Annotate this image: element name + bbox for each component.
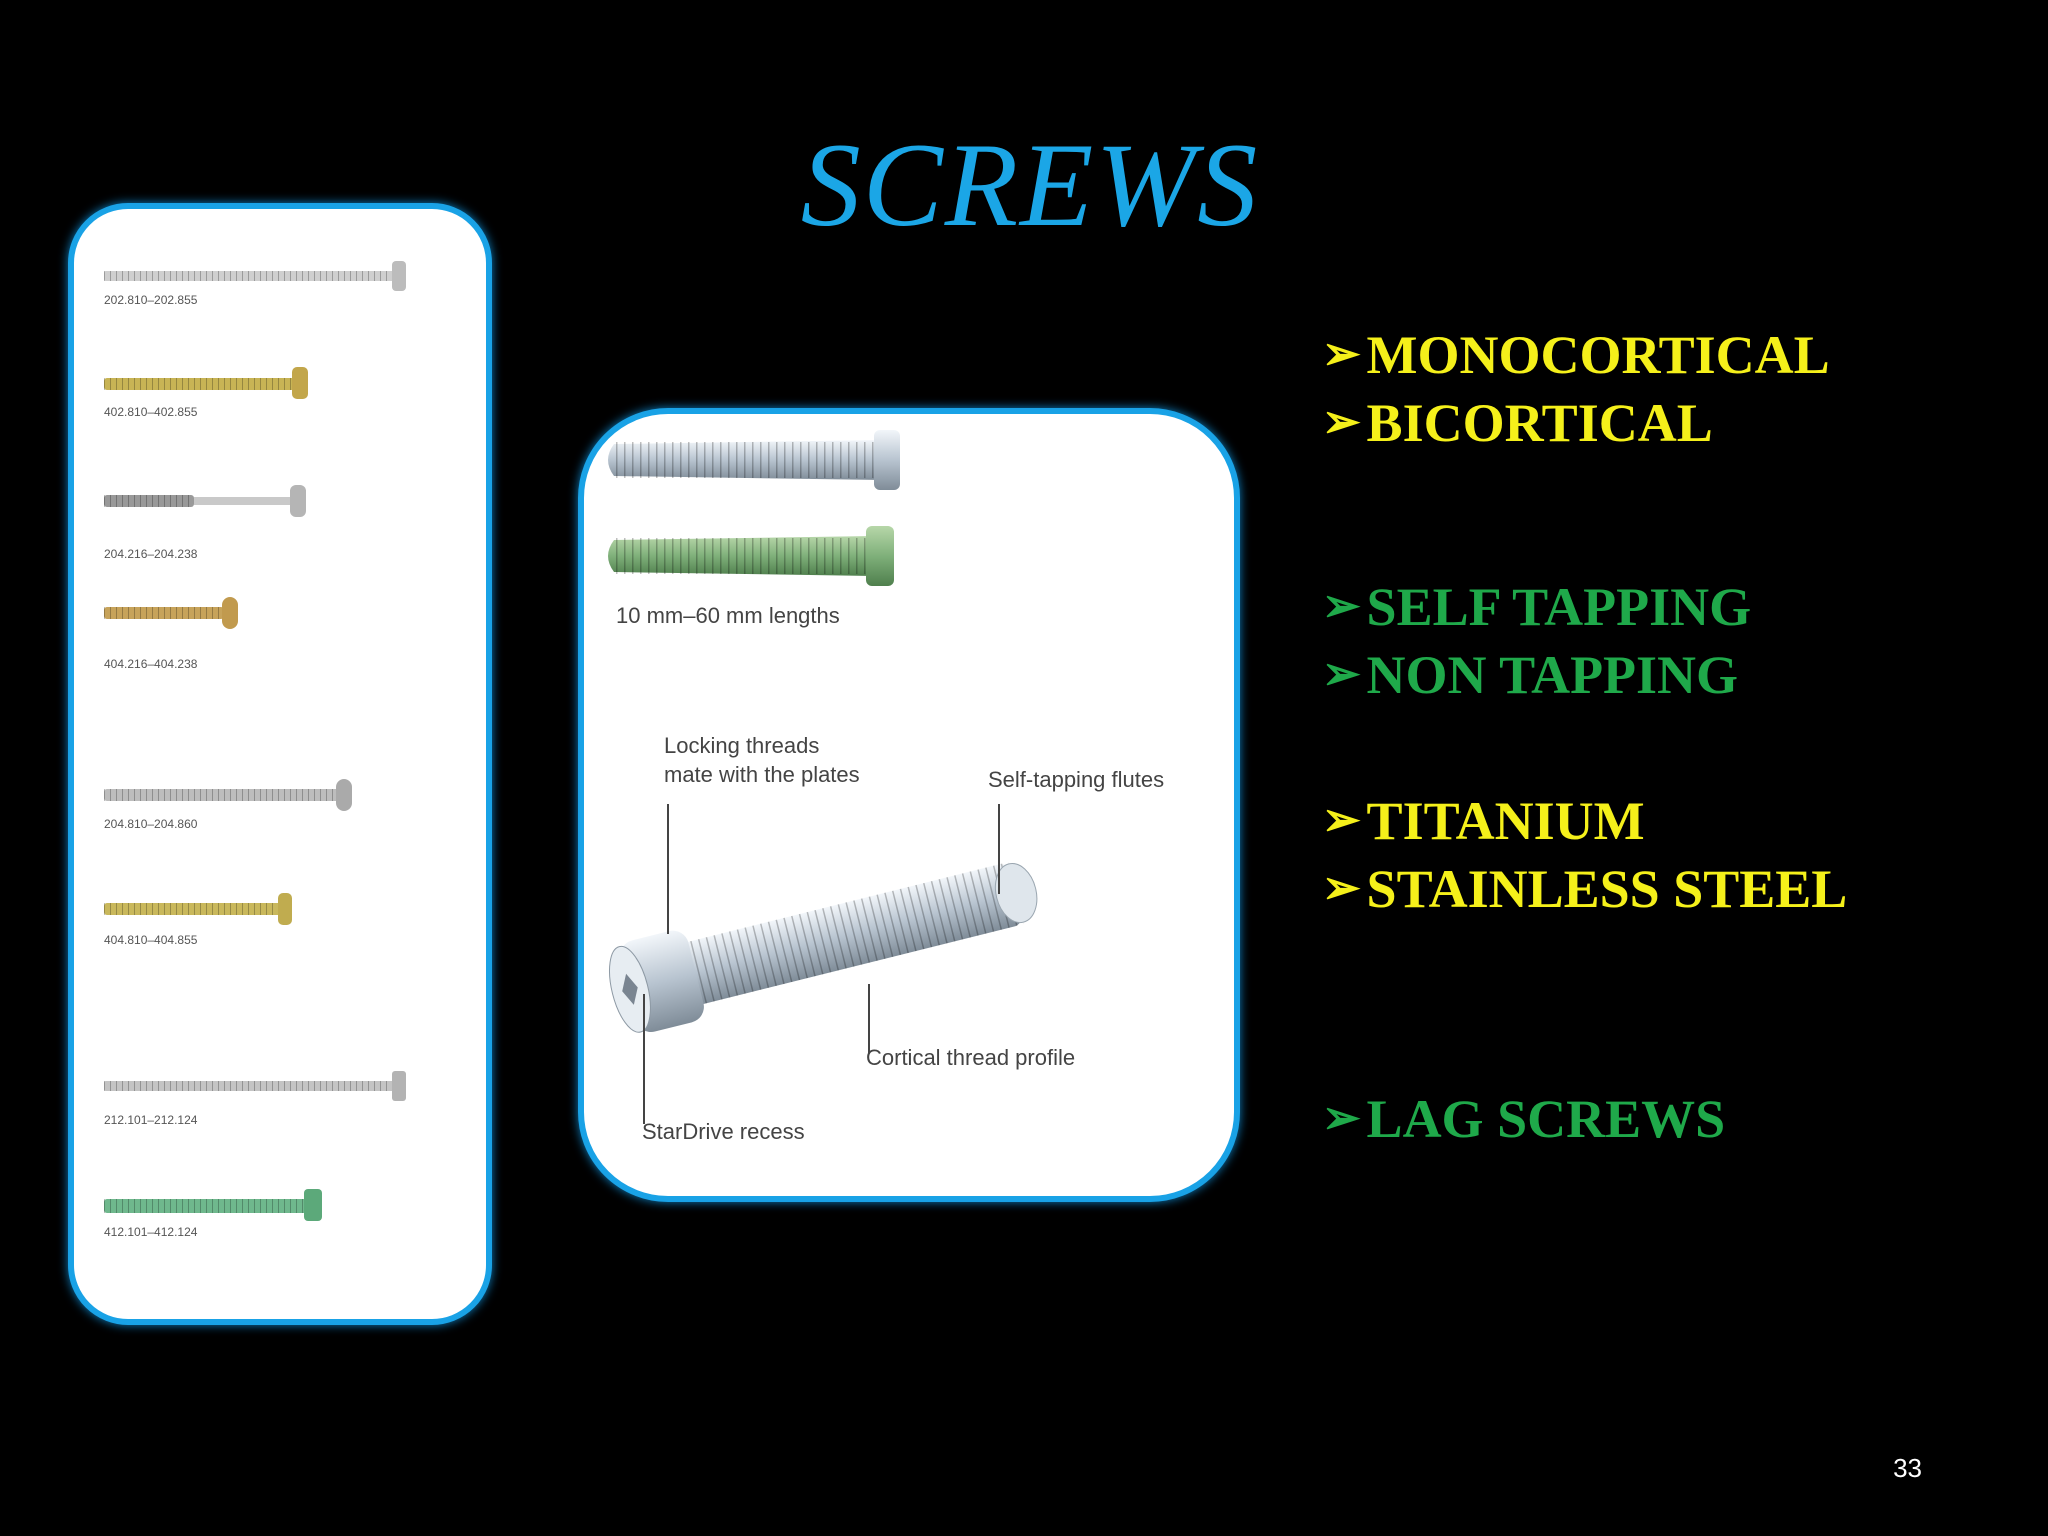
callout-stardrive-recess: StarDrive recess <box>642 1119 805 1144</box>
callout-cortical-thread: Cortical thread profile <box>866 1045 1076 1070</box>
callout-text: Locking threads <box>664 733 820 758</box>
screw-code: 404.810–404.855 <box>104 933 198 947</box>
screw-code: 212.101–212.124 <box>104 1113 198 1127</box>
callout-locking-threads: Locking threads mate with the plates <box>664 732 860 789</box>
screw-image <box>609 861 1038 1033</box>
slide-title: SCREWS <box>800 118 1260 251</box>
bullet-item: ➢BICORTICAL <box>1322 396 1713 450</box>
screw-code: 412.101–412.124 <box>104 1225 198 1239</box>
locking-screw-illustration <box>608 430 1038 1124</box>
screw-image <box>104 597 238 629</box>
arrow-bullet-icon: ➢ <box>1322 794 1361 845</box>
screw-image <box>104 893 292 925</box>
bullet-text: STAINLESS STEEL <box>1366 859 1848 919</box>
screw-code: 204.216–204.238 <box>104 547 198 561</box>
screw-catalog-panel: 202.810–202.855 402.810–402.855 204.216–… <box>68 203 492 1325</box>
arrow-bullet-icon: ➢ <box>1322 396 1361 447</box>
bullet-text: MONOCORTICAL <box>1366 325 1830 385</box>
screw-image <box>104 1189 322 1221</box>
caption-lengths: 10 mm–60 mm lengths <box>616 603 840 628</box>
arrow-bullet-icon: ➢ <box>1322 862 1361 913</box>
bullet-item: ➢STAINLESS STEEL <box>1322 862 1847 916</box>
bullet-text: SELF TAPPING <box>1366 577 1752 637</box>
screw-image <box>104 1071 406 1101</box>
bullet-text: TITANIUM <box>1366 791 1645 851</box>
arrow-bullet-icon: ➢ <box>1322 328 1361 379</box>
screw-catalog-illustration <box>104 261 406 1221</box>
bullet-item: ➢MONOCORTICAL <box>1322 328 1830 382</box>
screw-image <box>608 430 900 490</box>
screw-image <box>104 779 352 811</box>
bullet-text: BICORTICAL <box>1366 393 1713 453</box>
bullet-item: ➢NON TAPPING <box>1322 648 1738 702</box>
screw-image <box>104 367 308 399</box>
screw-code: 204.810–204.860 <box>104 817 198 831</box>
arrow-bullet-icon: ➢ <box>1322 648 1361 699</box>
screw-code: 402.810–402.855 <box>104 405 198 419</box>
arrow-bullet-icon: ➢ <box>1322 1092 1361 1143</box>
bullet-text: LAG SCREWS <box>1366 1089 1726 1149</box>
arrow-bullet-icon: ➢ <box>1322 580 1361 631</box>
page-number: 33 <box>1893 1453 1922 1483</box>
screw-code: 202.810–202.855 <box>104 293 198 307</box>
callout-text: mate with the plates <box>664 761 860 787</box>
bullet-text: NON TAPPING <box>1366 645 1739 705</box>
screw-code: 404.216–404.238 <box>104 657 198 671</box>
screw-image <box>104 485 306 517</box>
screw-image <box>608 526 894 586</box>
locking-screw-panel: 10 mm–60 mm lengths Locking threads mate… <box>578 408 1240 1202</box>
bullet-item: ➢SELF TAPPING <box>1322 580 1751 634</box>
callout-self-tapping-flutes: Self-tapping flutes <box>988 767 1165 792</box>
bullet-item: ➢TITANIUM <box>1322 794 1645 848</box>
bullet-item: ➢LAG SCREWS <box>1322 1092 1725 1146</box>
screw-image <box>104 261 406 291</box>
